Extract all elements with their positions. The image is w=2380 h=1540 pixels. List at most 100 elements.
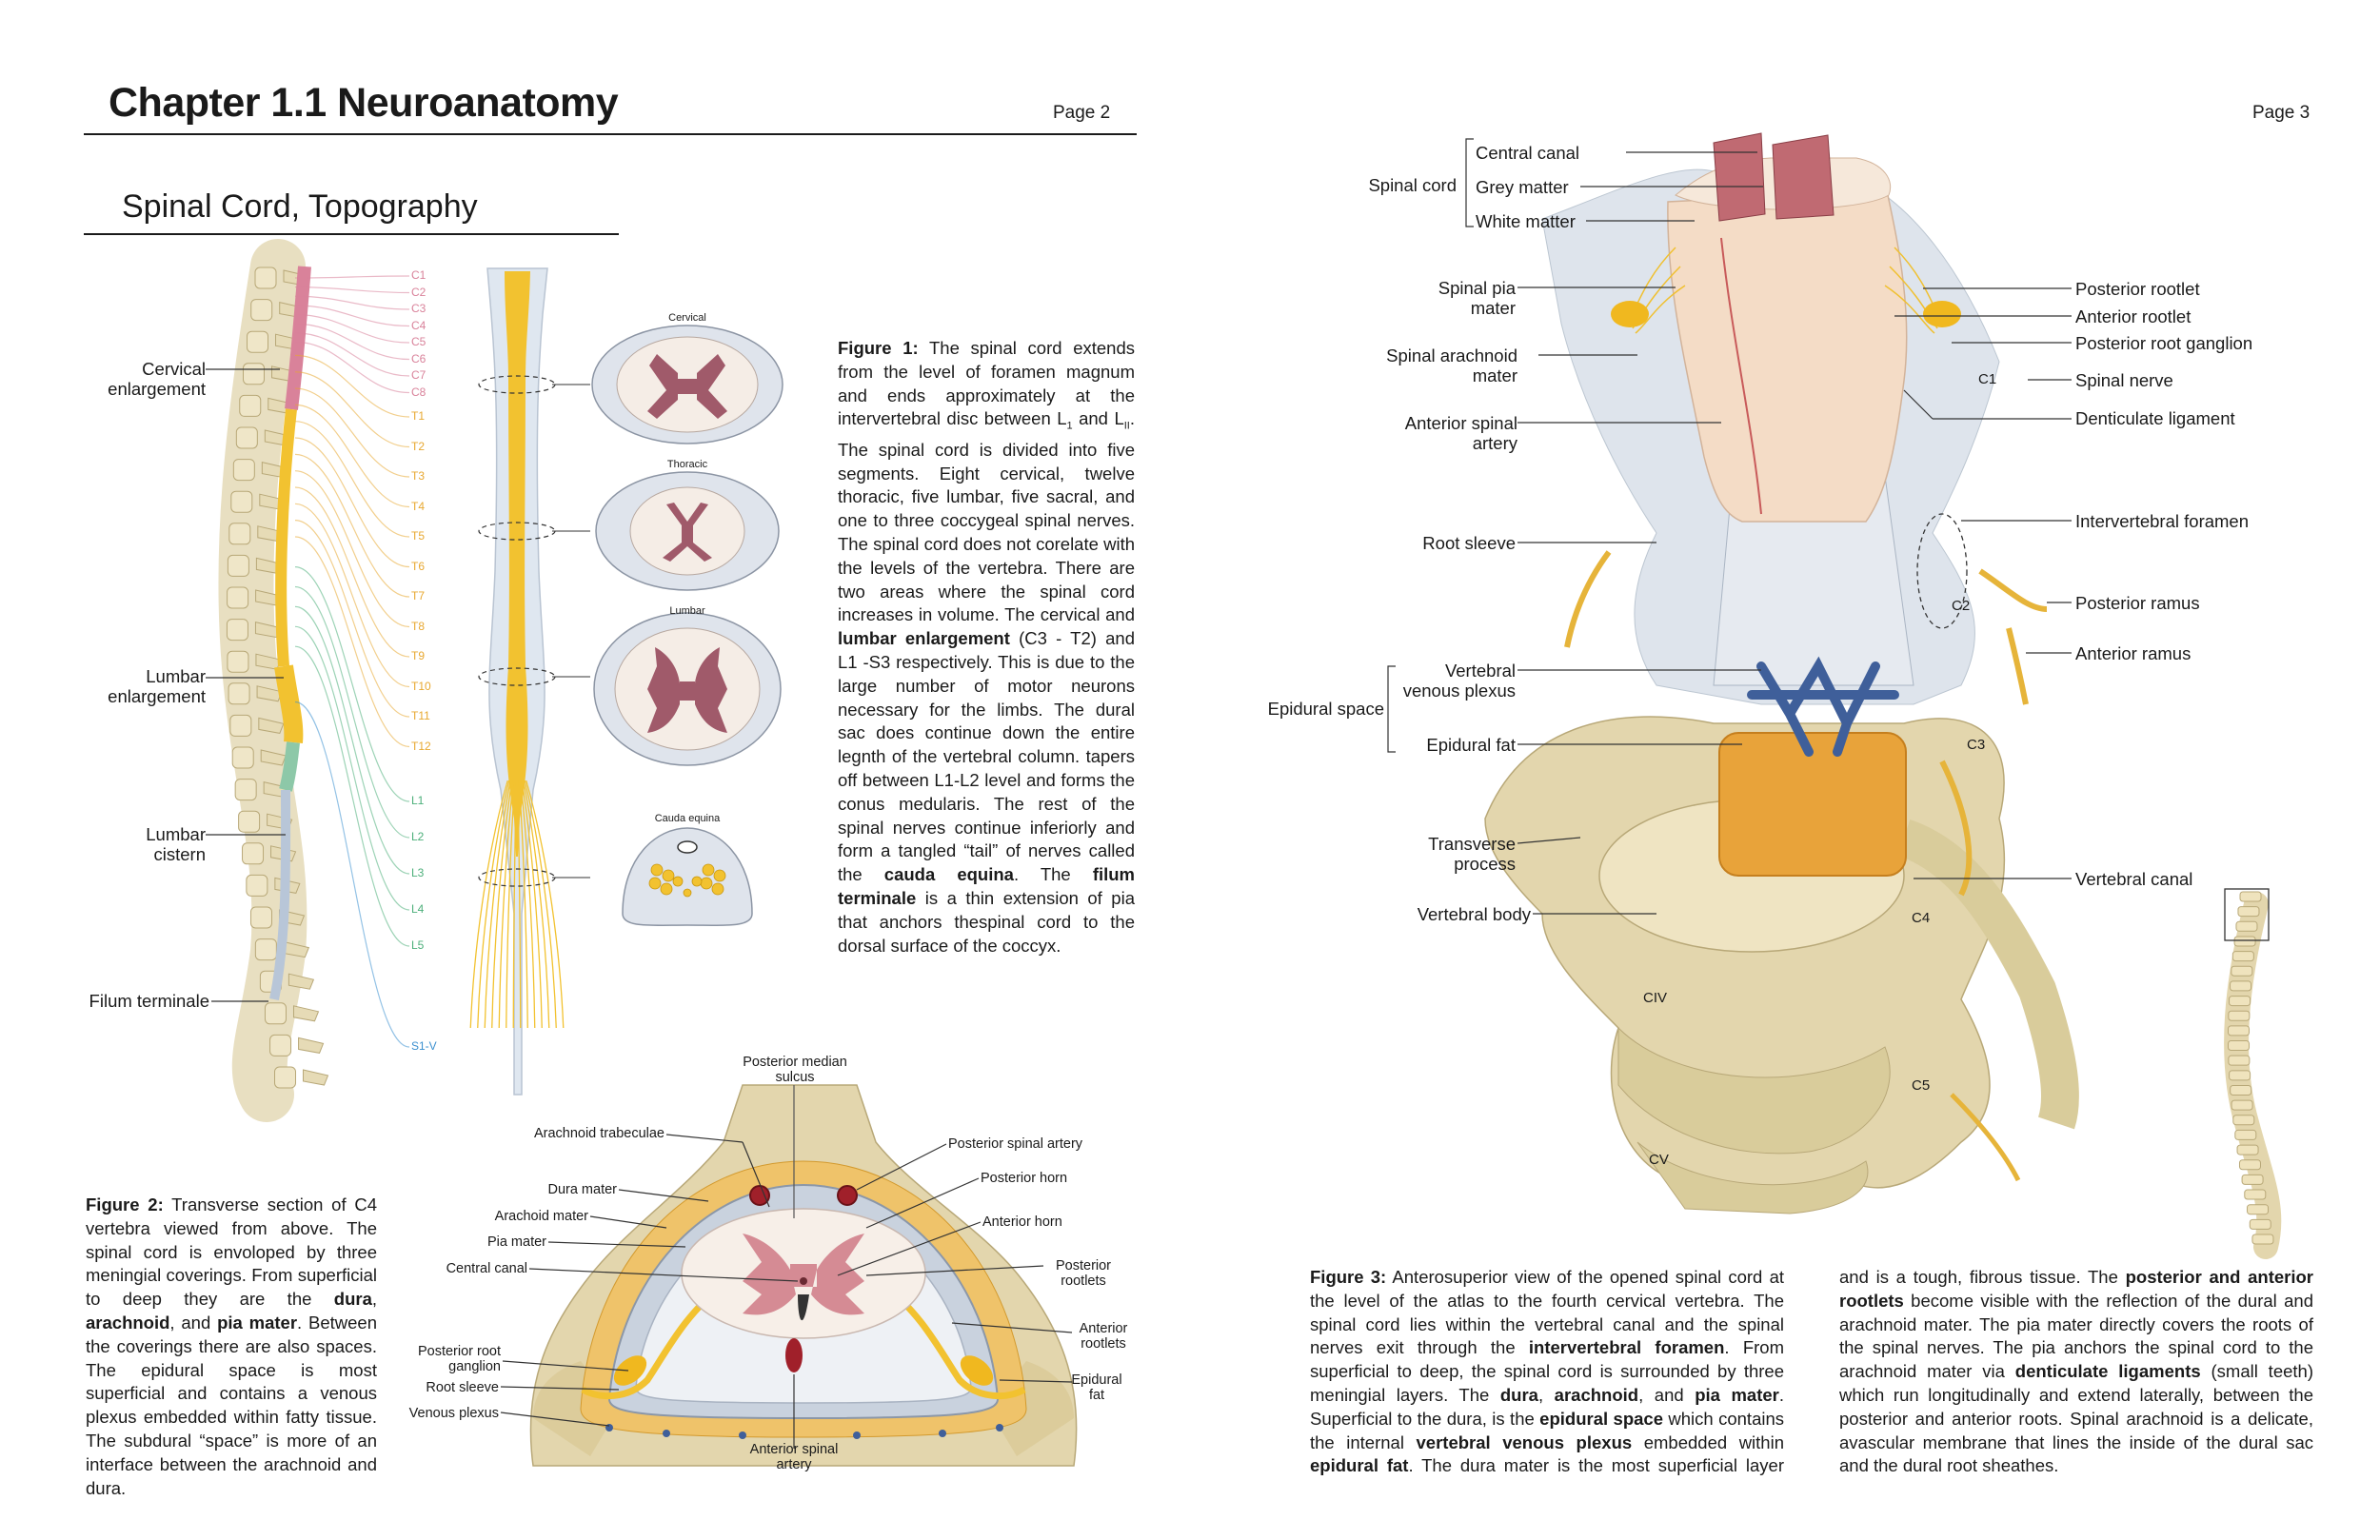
- segment-label: T7: [411, 589, 426, 602]
- page-number-left: Page 2: [1053, 103, 1111, 123]
- figure-1-caption: Figure 1: The spinal cord extends from t…: [838, 338, 1136, 956]
- cauda-root: [521, 780, 543, 1029]
- segment-nerve: [294, 701, 410, 1048]
- vertebra: [227, 650, 249, 673]
- segment-nerve: [294, 605, 410, 875]
- label-c4: C4: [1912, 910, 1931, 926]
- segment-label: T11: [411, 709, 430, 722]
- segment-nerve: [294, 387, 410, 478]
- segment-label: C5: [411, 335, 426, 348]
- vertebra: [246, 874, 268, 897]
- label-c5: C5: [1912, 1077, 1931, 1094]
- thumbnail-vertebra: [2238, 1159, 2261, 1171]
- thumbnail-vertebra: [2235, 920, 2258, 932]
- segment-nerve: [294, 585, 410, 839]
- cross-section-cervical: [552, 325, 783, 444]
- segment-nerve: [294, 566, 410, 802]
- spine-thumbnail: [2224, 888, 2282, 1259]
- spinous-process: [258, 717, 285, 734]
- vertebra: [254, 938, 277, 961]
- cauda-equina-lines: [469, 780, 565, 1029]
- label-epidural-fat-fig3: Epidural fat: [1426, 735, 1516, 755]
- label-posterior-rootlet: Posterior rootlet: [2075, 279, 2200, 299]
- segment-nerve: [294, 437, 410, 568]
- segment-nerve: [294, 354, 410, 418]
- label-venous-plexus: Venous plexus: [408, 1406, 499, 1421]
- label-denticulate-ligament: Denticulate ligament: [2075, 408, 2235, 428]
- label-grey-matter: Grey matter: [1476, 177, 1569, 197]
- vertebra: [228, 523, 251, 545]
- segment-label: L3: [411, 866, 425, 879]
- label-vertebral-venous-plexus: Vertebral venous plexus: [1402, 661, 1516, 701]
- thumbnail-vertebra: [2230, 980, 2252, 992]
- spinous-process: [260, 749, 287, 766]
- label-white-matter: White matter: [1476, 211, 1576, 231]
- thumbnail-vertebra: [2234, 1129, 2257, 1140]
- label-dura-mater: Dura mater: [547, 1182, 617, 1197]
- vertebra: [269, 1034, 292, 1056]
- cross-section-cauda-equina: [552, 827, 753, 926]
- cross-section-thoracic: [552, 471, 780, 591]
- thumbnail-vertebra: [2241, 1174, 2264, 1185]
- cauda-root: [512, 780, 517, 1029]
- cauda-root: [491, 780, 513, 1029]
- label-intervertebral-foramen: Intervertebral foramen: [2075, 511, 2250, 531]
- vertebra: [228, 682, 250, 705]
- segment-nerve-lines: [294, 275, 410, 1048]
- segment-nerve: [294, 645, 410, 947]
- vertebra: [226, 619, 248, 642]
- segment-nerve: [294, 404, 410, 508]
- segment-nerve: [294, 371, 410, 448]
- segment-label: T12: [411, 739, 431, 753]
- segment-nerve: [294, 486, 410, 658]
- segment-nerve: [294, 275, 410, 279]
- page-number-right: Page 3: [2252, 103, 2311, 123]
- vertebra: [249, 906, 272, 929]
- epidural-fat-block: [1718, 732, 1907, 877]
- spinal-nerve-right: [881, 1282, 1026, 1400]
- label-cervical-enlargement: Cervical enlargement: [108, 359, 206, 399]
- segment-nerve: [294, 323, 410, 361]
- segment-label: C6: [411, 351, 426, 365]
- segment-nerve: [294, 625, 410, 911]
- cauda-root: [484, 780, 511, 1029]
- label-section-cauda-equina: Cauda equina: [654, 813, 721, 824]
- segment-label: T6: [411, 559, 426, 573]
- vertebra: [232, 459, 255, 482]
- thumbnail-vertebra: [2244, 1189, 2267, 1200]
- vertebra: [227, 586, 249, 609]
- label-pia-mater: Pia mater: [486, 1234, 546, 1250]
- venous-plexus-dots: [605, 1424, 1003, 1439]
- vertebra: [274, 1066, 297, 1089]
- figure-2-leader-lines: [500, 1134, 1073, 1449]
- segment-nerve: [294, 295, 410, 310]
- thumbnail-vertebra: [2231, 1099, 2253, 1111]
- thumbnail-vertebra: [2237, 906, 2260, 918]
- label-anterior-rootlets: Anterior rootlets: [1079, 1321, 1128, 1352]
- segment-nerve: [294, 341, 410, 394]
- label-vertebral-body: Vertebral body: [1417, 904, 1531, 924]
- segment-nerve: [294, 453, 410, 598]
- vertebra: [231, 746, 254, 769]
- segment-label: C7: [411, 368, 426, 382]
- cauda-root: [518, 780, 528, 1029]
- thumbnail-vertebra: [2231, 951, 2254, 962]
- figure-2-caption: Figure 2: Transverse section of C4 verte…: [86, 1194, 377, 1498]
- label-section-thoracic: Thoracic: [666, 459, 708, 470]
- vertebra: [238, 810, 261, 833]
- segment-nerve: [294, 520, 410, 718]
- label-anterior-spinal-artery-fig3: Anterior spinal artery: [1404, 413, 1517, 453]
- segment-label: C1: [411, 268, 426, 282]
- cord-side-lumbar: [274, 664, 304, 743]
- thumbnail-vertebra: [2232, 1115, 2255, 1126]
- segment-label: C2: [411, 285, 426, 299]
- figure-3-leader-lines: [1387, 138, 2072, 915]
- spinous-process: [292, 1005, 320, 1022]
- segment-label: T1: [411, 409, 426, 423]
- thumbnail-vertebra: [2236, 1144, 2259, 1155]
- segment-nerve: [294, 421, 410, 538]
- segment-label: L5: [411, 938, 425, 952]
- cauda-root: [469, 780, 508, 1029]
